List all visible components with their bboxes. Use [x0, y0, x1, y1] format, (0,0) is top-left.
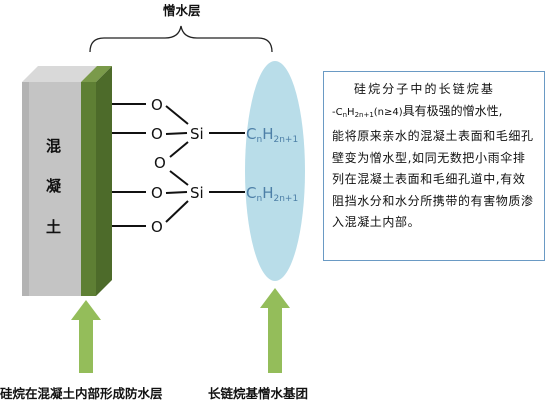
bond-si2-o5 [165, 200, 189, 223]
caption-hydrophobic-group: 长链烷基憎水基团 [208, 386, 309, 401]
silicon-2: Si [190, 184, 204, 202]
description-line-1: 硅烷分子中的长链烷基 [354, 82, 496, 96]
bond-o1-si1 [165, 105, 189, 125]
top-brace [89, 25, 273, 53]
waterproof-layer [81, 66, 112, 296]
concrete-block [22, 66, 97, 296]
siloxane-bonds [165, 105, 189, 223]
bond-o3-si2 [169, 170, 189, 186]
bond-o2-si1 [165, 132, 188, 135]
concrete-label-2: 凝 [46, 177, 62, 195]
concrete-block-top [22, 66, 97, 82]
description-formula: -CnH2n+1(n≥4) [332, 106, 403, 119]
arrow-left [71, 300, 101, 373]
arrow-up-icon [260, 288, 290, 308]
concrete-label-3: 土 [46, 218, 61, 236]
oxygen-5: O [151, 218, 163, 236]
arrow-left-shaft [79, 319, 93, 373]
hydrophobic-group-ellipse [245, 61, 305, 281]
oxygen-4: O [151, 184, 163, 202]
oxygen-1: O [151, 96, 163, 114]
description-formula-line: -CnH2n+1(n≥4)具有极强的憎水性, [332, 101, 536, 127]
arrow-right-shaft [268, 307, 282, 373]
bond-si1-o3 [169, 141, 189, 158]
oxygen-2: O [151, 125, 163, 143]
concrete-block-front [22, 82, 81, 296]
hydrophobic-layer-title: 憎水层 [163, 3, 201, 18]
waterproof-layer-side [96, 66, 112, 296]
arrow-up-icon [71, 300, 101, 320]
alkyl-formula-2: CnH2n+1 [246, 184, 298, 204]
description-box: 硅烷分子中的长链烷基 -CnH2n+1(n≥4)具有极强的憎水性, 能将原来亲水… [323, 71, 545, 261]
description-formula-tail: 具有极强的憎水性, [402, 103, 503, 118]
silicon-1: Si [190, 125, 204, 143]
waterproof-layer-front [81, 82, 96, 296]
caption-waterproof-layer: 硅烷在混凝土内部形成防水层 [0, 386, 163, 401]
waterproof-layer-top [81, 66, 112, 82]
surface-bonds [112, 103, 146, 227]
alkyl-formula-1: CnH2n+1 [246, 125, 298, 145]
bond-o4-si2 [165, 191, 188, 194]
concrete-label-1: 混 [46, 137, 61, 155]
oxygen-3: O [154, 154, 166, 172]
concrete-block-left-shade [22, 82, 29, 296]
description-body: 能将原来亲水的混凝土表面和毛细孔壁变为憎水型,如同无数把小雨伞排列在混凝土表面和… [332, 129, 534, 229]
arrow-right [260, 288, 290, 373]
